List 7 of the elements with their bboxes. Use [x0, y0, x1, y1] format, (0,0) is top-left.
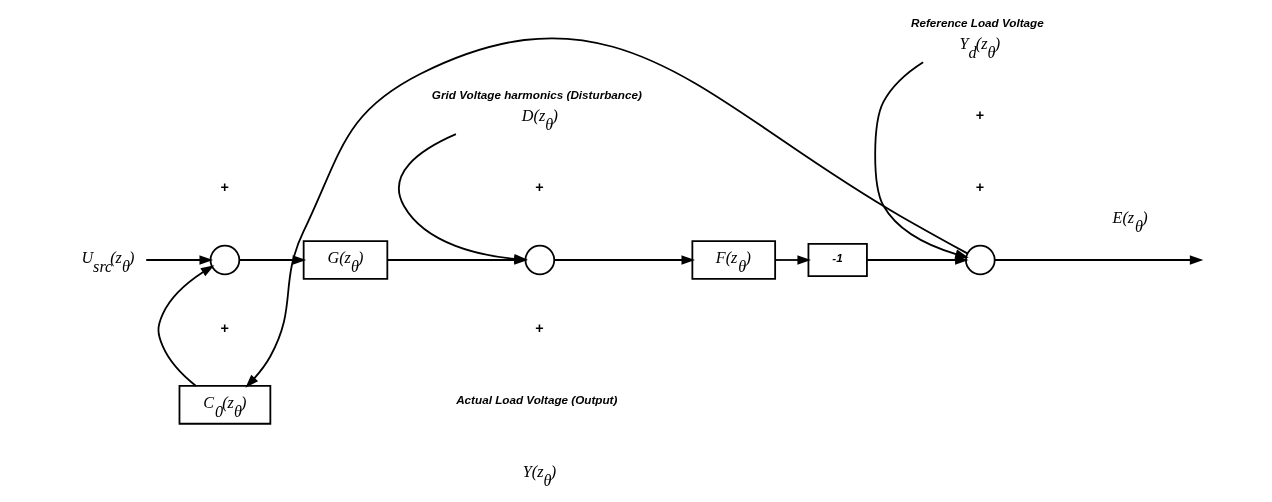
label: +: [535, 319, 544, 336]
label: +: [220, 319, 229, 336]
label: Actual Load Voltage (Output): [456, 393, 618, 407]
label: +: [535, 179, 544, 196]
label: +: [975, 107, 985, 124]
label: +: [975, 179, 985, 196]
label: +: [220, 179, 229, 196]
